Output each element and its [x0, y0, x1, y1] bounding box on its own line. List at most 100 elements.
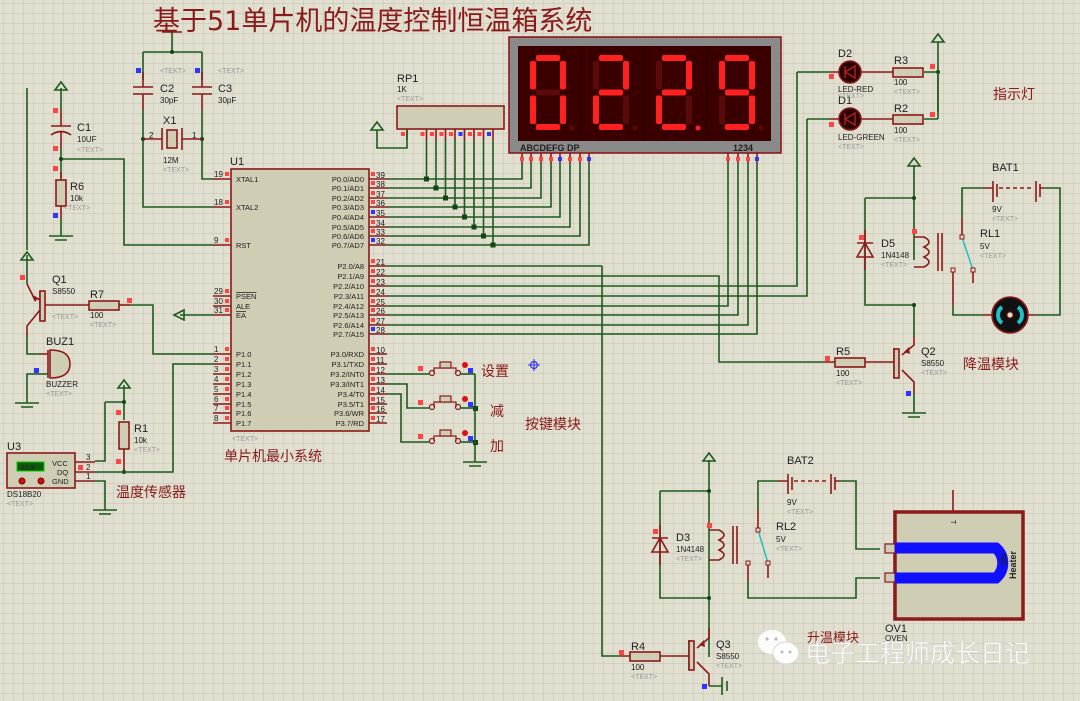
- segment-pin-label: ABCDEFG DP: [520, 143, 580, 153]
- display-digit: [593, 55, 638, 131]
- reset-circuit-group: C1 10UF <TEXT> R6 10k <TEXT>: [49, 80, 213, 246]
- svg-text:<TEXT>: <TEXT>: [836, 380, 862, 387]
- svg-text:30pF: 30pF: [160, 96, 178, 105]
- svg-text:X1: X1: [163, 115, 176, 127]
- mcu-pin-number: 15: [376, 396, 385, 405]
- fan-motor-icon[interactable]: [983, 296, 1035, 334]
- svg-text:S8550: S8550: [716, 652, 740, 661]
- svg-text:<TEXT>: <TEXT>: [980, 253, 1006, 260]
- resistor-r5[interactable]: R5 100: [825, 346, 872, 378]
- push-button[interactable]: [428, 429, 469, 445]
- push-button[interactable]: [428, 395, 469, 411]
- svg-text:U1: U1: [230, 156, 244, 168]
- section-label-keys: 按键模块: [525, 417, 581, 433]
- led-d2-red[interactable]: D2 LED-RED: [830, 48, 893, 94]
- resistor-r1[interactable]: R1 10k: [118, 421, 148, 472]
- svg-text:D3: D3: [676, 532, 690, 544]
- svg-text:<TEXT>: <TEXT>: [894, 89, 920, 96]
- resistor-r6[interactable]: R6 10k: [55, 172, 84, 218]
- led-d1-green[interactable]: D1 LED-GREEN: [830, 95, 893, 142]
- svg-text:VCC: VCC: [52, 459, 68, 468]
- svg-text:Q2: Q2: [921, 346, 936, 358]
- svg-text:C2: C2: [160, 83, 174, 95]
- svg-text:BUZ1: BUZ1: [46, 336, 74, 348]
- mcu-pin-name: EA: [236, 311, 246, 320]
- sensor-u3[interactable]: 22.9 VCC DQ GND 3 2 1 U3 DS18B20: [6, 441, 95, 499]
- mcu-u1[interactable]: U1 <TEXT> 19XTAL118XTAL29RST29PSEN30ALE3…: [213, 156, 387, 443]
- svg-text:5V: 5V: [776, 535, 786, 544]
- svg-text:1N4148: 1N4148: [881, 251, 910, 260]
- mcu-pin-name: P3.5/T1: [338, 400, 364, 409]
- svg-text:RP1: RP1: [397, 73, 418, 85]
- heater-level: 0%: [1000, 553, 1009, 565]
- oven-ov1[interactable]: T 0% Heater OV1 OVEN: [884, 490, 1025, 643]
- svg-text:3: 3: [86, 453, 91, 462]
- transistor-q1[interactable]: Q1 S8550: [26, 274, 90, 336]
- diode-d5[interactable]: D5 1N4148: [855, 230, 910, 270]
- mcu-pin-name: P3.7/RD: [336, 419, 365, 428]
- sensor-display: [16, 461, 45, 472]
- mcu-pin-name: P0.0/AD0: [332, 175, 364, 184]
- svg-text:<TEXT>: <TEXT>: [992, 216, 1018, 223]
- wechat-icon: [758, 630, 800, 665]
- mcu-pin-name: P3.0/RXD: [331, 350, 365, 359]
- svg-text:R5: R5: [836, 346, 850, 358]
- diode-d3[interactable]: D3 1N4148: [650, 525, 705, 565]
- svg-text:R1: R1: [134, 423, 148, 435]
- svg-text:BAT2: BAT2: [787, 455, 814, 467]
- svg-text:R4: R4: [631, 641, 645, 653]
- svg-text:<TEXT>: <TEXT>: [921, 370, 947, 377]
- mcu-pin-number: 16: [376, 405, 385, 414]
- mcu-pin-number: 6: [214, 395, 219, 404]
- heating-module-group: D3 1N4148 <TEXT> RL2 5V <TEXT> BAT2 9V <…: [601, 266, 880, 695]
- mcu-pin-name: PSEN: [236, 292, 256, 301]
- svg-text:OV1: OV1: [885, 623, 907, 635]
- crystal-x1[interactable]: X1 12M 2 1: [143, 115, 202, 165]
- svg-text:<TEXT>: <TEXT>: [90, 322, 116, 329]
- capacitor-c3[interactable]: C3 30pF: [192, 72, 236, 110]
- seven-segment-display[interactable]: ABCDEFG DP 1234: [508, 36, 782, 154]
- svg-text:C1: C1: [77, 122, 91, 134]
- buzzer-buz1[interactable]: BUZ1 BUZZER: [40, 336, 78, 389]
- mcu-pin-name: P1.7: [236, 419, 251, 428]
- mcu-pin-name: P2.3/A11: [334, 292, 364, 301]
- battery-bat1[interactable]: BAT1 9V: [961, 162, 1061, 316]
- mcu-pin-number: 11: [376, 356, 385, 365]
- capacitor-c1[interactable]: C1 10UF: [50, 110, 97, 148]
- svg-text:<TEXT>: <TEXT>: [631, 674, 657, 681]
- mcu-pin-name: XTAL2: [236, 203, 258, 212]
- resistor-r3[interactable]: R3 100: [892, 55, 924, 87]
- resistor-pack-rp1[interactable]: RP1 1K: [396, 73, 505, 140]
- svg-text:<TEXT>: <TEXT>: [397, 96, 423, 103]
- mcu-pin-number: 38: [376, 180, 385, 189]
- svg-text:12M: 12M: [163, 156, 179, 165]
- resistor-r4[interactable]: R4 100: [620, 641, 667, 672]
- mcu-left-pins: 19XTAL118XTAL29RST29PSEN30ALE31EA1P1.02P…: [213, 170, 258, 428]
- svg-text:2: 2: [149, 131, 154, 140]
- resistor-r7[interactable]: R7 100: [88, 289, 130, 320]
- section-label-indicator: 指示灯: [993, 87, 1035, 103]
- svg-text:<TEXT>: <TEXT>: [160, 68, 186, 75]
- resistor-r2[interactable]: R2 100: [892, 103, 924, 135]
- mcu-pin-number: 18: [214, 198, 223, 207]
- svg-text:100: 100: [90, 311, 104, 320]
- svg-text:<TEXT>: <TEXT>: [134, 447, 160, 454]
- mcu-pin-name: P0.2/AD2: [332, 194, 364, 203]
- battery-bat2[interactable]: BAT2 9V: [757, 455, 880, 550]
- mcu-pin-number: 35: [376, 209, 385, 218]
- svg-text:BUZZER: BUZZER: [46, 380, 78, 389]
- indicator-group: D2 LED-RED R3 100 <TEXT> D1 LED-GREEN <T…: [796, 32, 946, 153]
- svg-text:电子工程师成长日记: 电子工程师成长日记: [805, 639, 1030, 668]
- svg-text:GND: GND: [52, 477, 69, 486]
- transistor-q3[interactable]: Q3 S8550: [667, 628, 740, 686]
- relay-rl2[interactable]: RL2 5V: [709, 510, 796, 580]
- mcu-pin-name: P1.0: [236, 350, 251, 359]
- mcu-pin-number: 5: [214, 385, 219, 394]
- push-button[interactable]: [428, 361, 469, 377]
- svg-text:<TEXT>: <TEXT>: [881, 262, 907, 269]
- capacitor-c2[interactable]: C2 30pF: [133, 72, 178, 110]
- transistor-q2[interactable]: Q2 S8550: [872, 336, 945, 393]
- relay-rl1[interactable]: RL1 5V: [914, 218, 1000, 305]
- mcu-pin-number: 1: [214, 345, 219, 354]
